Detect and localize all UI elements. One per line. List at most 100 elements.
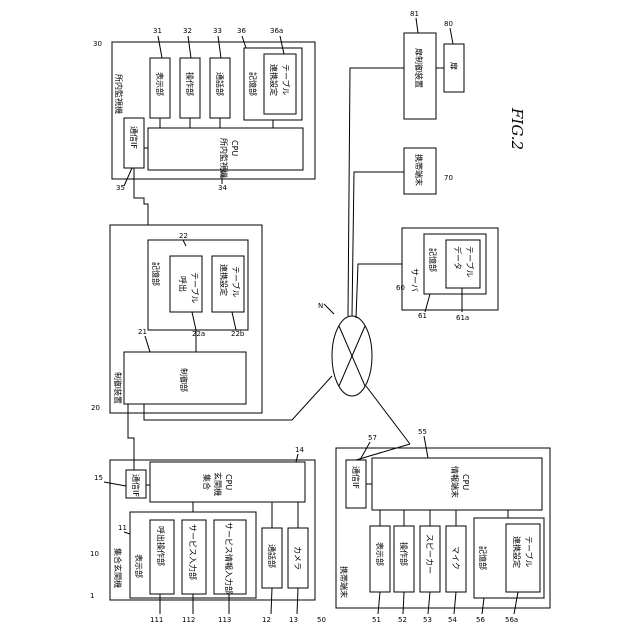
controller-title: 制御装置 bbox=[113, 372, 123, 404]
monitoring-display-ref: 31 bbox=[153, 27, 162, 35]
mobile-display-label: 表示部 bbox=[375, 542, 385, 566]
call-op-label: 呼出操作部 bbox=[156, 526, 166, 566]
monitoring-unit-frame bbox=[112, 42, 315, 179]
leader-14 bbox=[296, 454, 298, 462]
leader-81 bbox=[416, 18, 418, 33]
leader-80 bbox=[450, 28, 453, 44]
mobile-display-ref: 51 bbox=[372, 616, 381, 624]
leader-36a bbox=[280, 36, 284, 54]
monitoring-storage-label: 記憶部 bbox=[248, 72, 258, 96]
service-info-label: サービス情報入力部 bbox=[224, 522, 234, 594]
speaker-label: スピーカー bbox=[425, 534, 434, 574]
call-table-line2: テーブル bbox=[190, 272, 200, 304]
monitoring-unit-ref: 30 bbox=[93, 40, 102, 48]
mobile-table-line1: 連携設定 bbox=[512, 536, 522, 568]
monitoring-operation-ref: 32 bbox=[183, 27, 192, 35]
controller-unit: 20 制御装置 制御部 21 記憶部 22 呼出 テーブル 22a 連携設定 テ… bbox=[91, 225, 262, 413]
mic-label: マイク bbox=[451, 546, 460, 570]
entrance-comm-if-label: 通信IF bbox=[131, 474, 141, 497]
leader-52 bbox=[403, 592, 404, 614]
leader-32 bbox=[188, 36, 191, 58]
leader-13 bbox=[297, 588, 298, 614]
data-table-line2: テーブル bbox=[465, 246, 475, 278]
monitoring-comm-if-label: 通信IF bbox=[129, 126, 139, 149]
mobile-title: 携帯端末 bbox=[339, 566, 349, 598]
leader-56a bbox=[514, 592, 518, 614]
mobile-table-line2: テーブル bbox=[524, 536, 534, 568]
server-storage-label: 記憶部 bbox=[428, 248, 438, 272]
mobile-comm-if-ref: 57 bbox=[368, 434, 377, 442]
mobile-table-box bbox=[506, 524, 540, 592]
leader-22a bbox=[192, 312, 196, 330]
leader-31 bbox=[158, 36, 162, 58]
monitoring-call-ref: 33 bbox=[213, 27, 222, 35]
link-table-line1: 連携設定 bbox=[219, 264, 229, 296]
service-input-label: サービス入力部 bbox=[188, 524, 198, 580]
mobile-ref: 50 bbox=[317, 616, 326, 624]
monitoring-unit-title: 所内監視機 bbox=[114, 74, 124, 114]
system-ref: 1 bbox=[90, 592, 94, 600]
controller-storage-ref: 22 bbox=[179, 232, 188, 240]
mobile-cpu-line1: 情報端末 bbox=[450, 466, 460, 498]
leader-12 bbox=[271, 588, 272, 614]
control-unit-ref: 21 bbox=[138, 328, 147, 336]
leader-33 bbox=[218, 36, 221, 58]
link-network-terminal bbox=[352, 172, 404, 316]
speaker-ref: 53 bbox=[423, 616, 432, 624]
mobile-comm-if-label: 通信IF bbox=[351, 466, 361, 489]
mobile-storage-ref: 56 bbox=[476, 616, 485, 624]
network-label: N bbox=[318, 302, 323, 310]
call-table-line1: 呼出 bbox=[178, 276, 188, 292]
monitoring-unit: 30 所内監視機 表示部 31 操作部 32 通話部 33 記憶部 36 連携設… bbox=[93, 27, 315, 192]
entrance-unit: 10 集合玄関機 1 通信IF 15 集合 玄関機 CPU 14 表示部 11 … bbox=[90, 446, 315, 624]
server-ref: 60 bbox=[396, 284, 405, 292]
monitoring-comm-if-ref: 35 bbox=[116, 184, 125, 192]
monitoring-cpu-ref: 34 bbox=[218, 184, 227, 192]
mobile-terminal-unit: 携帯端末 70 bbox=[404, 148, 453, 194]
leader-22b bbox=[232, 312, 236, 330]
leader-21 bbox=[145, 336, 150, 352]
entrance-display-part-label: 表示部 bbox=[134, 554, 144, 578]
mobile-operation-ref: 52 bbox=[398, 616, 407, 624]
monitoring-cpu-line1: 所内監視機 bbox=[219, 138, 229, 178]
monitoring-cpu-line2: CPU bbox=[230, 140, 239, 156]
mobile-frame bbox=[336, 448, 550, 608]
control-unit-label: 制御部 bbox=[179, 368, 189, 392]
monitoring-operation-label: 操作部 bbox=[185, 72, 195, 96]
monitoring-table-ref: 36a bbox=[270, 27, 283, 35]
monitoring-table-line1: 連携設定 bbox=[269, 64, 279, 96]
data-table-ref: 61a bbox=[456, 314, 469, 322]
entrance-call-label: 通話部 bbox=[267, 544, 277, 568]
leader-53 bbox=[428, 592, 430, 614]
door-controller-label: 扉制御装置 bbox=[414, 48, 424, 88]
leader-15 bbox=[104, 482, 126, 486]
monitoring-table-box bbox=[264, 54, 296, 114]
monitoring-display-label: 表示部 bbox=[155, 72, 165, 96]
leader-35 bbox=[124, 168, 132, 186]
figure-label: FIG.2 bbox=[508, 107, 526, 150]
link-monitoring-controller bbox=[134, 168, 148, 225]
leader-51 bbox=[378, 592, 380, 614]
entrance-ref: 10 bbox=[90, 550, 99, 558]
call-table-ref: 22a bbox=[192, 330, 205, 338]
door-controller-ref: 81 bbox=[410, 10, 419, 18]
mobile-operation-label: 操作部 bbox=[399, 542, 409, 566]
entrance-comm-if-ref: 15 bbox=[94, 474, 103, 482]
leader-11 bbox=[124, 532, 130, 534]
entrance-call-ref: 12 bbox=[262, 616, 271, 624]
monitoring-table-line2: テーブル bbox=[281, 64, 291, 96]
link-table-ref: 22b bbox=[231, 330, 245, 338]
entrance-cpu-line1: 集合 bbox=[202, 474, 212, 490]
service-info-ref: 113 bbox=[218, 616, 231, 624]
door-controller-unit: 扉制御装置 81 扉 80 bbox=[404, 10, 464, 119]
service-input-ref: 112 bbox=[182, 616, 195, 624]
camera-label: カメラ bbox=[293, 546, 302, 570]
controller-storage-label: 記憶部 bbox=[151, 262, 161, 286]
entrance-cpu-line3: CPU bbox=[224, 474, 233, 490]
mobile-terminal-ref: 70 bbox=[444, 174, 453, 182]
mobile-table-ref: 56a bbox=[505, 616, 518, 624]
mobile-terminal-label: 携帯端末 bbox=[414, 154, 424, 186]
link-network-door-controller bbox=[348, 68, 404, 316]
leader-56 bbox=[482, 598, 484, 614]
entrance-title: 集合玄関機 bbox=[113, 548, 123, 588]
